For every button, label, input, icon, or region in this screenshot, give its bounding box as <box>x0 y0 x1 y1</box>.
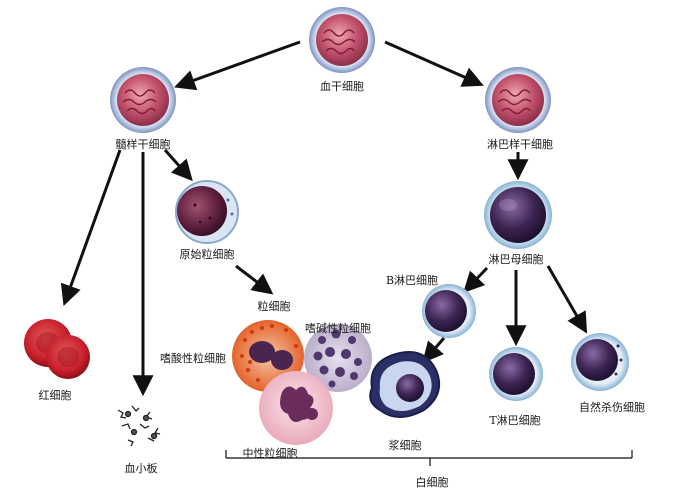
label-eosinophil: 嗜酸性粒细胞 <box>160 352 226 365</box>
label-myeloid-stem: 髓样干细胞 <box>115 138 171 151</box>
label-myeloblast: 原始粒细胞 <box>179 248 235 261</box>
label-neutrophil: 中性粒细胞 <box>242 447 298 460</box>
t-lymphocyte-cell <box>489 347 543 401</box>
arrows <box>60 40 588 397</box>
arrow-stem-to-lymphoid <box>384 40 484 87</box>
arrow-myeloid-to-red <box>60 149 122 306</box>
arrow-stem-to-myeloid <box>174 40 301 91</box>
label-white-cell: 白细胞 <box>415 476 449 489</box>
label-basophil: 嗜碱性粒细胞 <box>305 322 371 335</box>
label-granulocyte: 粒细胞 <box>257 300 291 313</box>
red-blood-cells <box>24 319 90 379</box>
arrow-lymphoblast-to-b <box>463 266 489 294</box>
arrow-lymphoblast-to-nk <box>546 265 588 334</box>
natural-killer-cell <box>571 333 629 391</box>
label-lymphoid-stem: 淋巴样干细胞 <box>487 138 553 151</box>
white-cell-bracket <box>225 450 633 466</box>
arrow-b-to-plasma <box>422 337 446 364</box>
label-lymphoblast: 淋巴母细胞 <box>488 253 544 266</box>
label-nk-cell: 自然杀伤细胞 <box>579 401 645 414</box>
plasma-cell <box>369 351 440 418</box>
label-red-cell: 红细胞 <box>38 389 72 402</box>
lymphoblast-cell <box>484 181 552 249</box>
basophil-cell <box>304 324 372 392</box>
myeloid-stem-cell <box>110 67 176 133</box>
b-lymphocyte-cell <box>422 284 476 338</box>
label-b-cell: B淋巴细胞 <box>385 274 439 287</box>
label-t-cell: T淋巴细胞 <box>489 414 541 427</box>
label-platelet: 血小板 <box>124 462 158 475</box>
stem-cell <box>309 7 375 73</box>
label-plasma-cell: 浆细胞 <box>388 439 422 452</box>
myeloblast-cell <box>175 180 239 244</box>
lymphoid-stem-cell <box>485 67 551 133</box>
label-stem-cell: 血干细胞 <box>320 80 364 93</box>
neutrophil-cell <box>259 371 333 445</box>
arrow-myeloid-to-myeloblast <box>163 149 193 182</box>
platelets <box>117 405 161 447</box>
arrow-myeloblast-to-granulocyte <box>235 264 274 295</box>
